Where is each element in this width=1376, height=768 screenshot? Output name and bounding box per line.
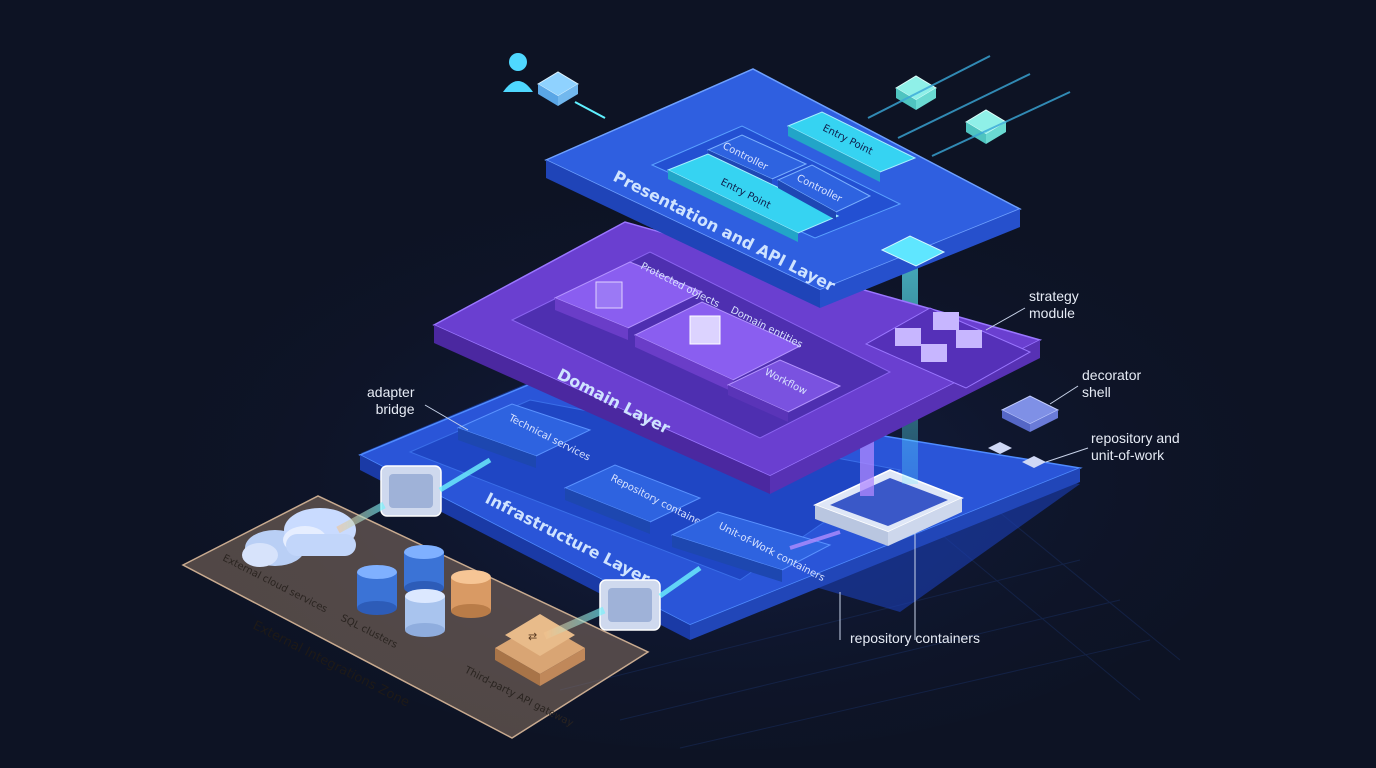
api-gateway-icon: ⇄ (495, 614, 585, 686)
workflow-box: Workflow (726, 359, 842, 422)
sql-cluster-icon (357, 545, 491, 637)
external-integrations-zone: ⇄ External cloud services SQL clusters T… (181, 495, 650, 739)
client-arrow (574, 101, 606, 119)
adapter-bridge-left (380, 465, 442, 517)
incoming-streams (867, 55, 1071, 157)
callout-decorator-shell: decorator shell (1082, 367, 1142, 400)
presentation-layer: Entry Point Controller Entry Point Contr… (544, 68, 1022, 308)
callout-repository-uow: repository and unit-of-work (1091, 430, 1180, 463)
client-device-icon (537, 71, 579, 106)
callout-repository-containers: repository containers (850, 630, 980, 646)
strategy-module-panel (864, 307, 1032, 389)
user-icon (503, 53, 533, 92)
callout-adapter-bridge: adapter bridge (367, 384, 415, 417)
svg-text:⇄: ⇄ (528, 630, 537, 643)
uow-containers-box: Unit-of-Work containers (670, 511, 832, 584)
cloud-icon (242, 508, 356, 567)
infrastructure-layer: Technical services Repository container … (358, 378, 1083, 640)
repository-chip-icon (988, 442, 1046, 468)
presentation-port (880, 235, 946, 267)
technical-services-box: Technical services (456, 403, 592, 468)
controller-b-box: Controller (776, 164, 872, 220)
decorator-chip-icon (1000, 395, 1060, 432)
callout-strategy-module: strategy module (1029, 288, 1079, 321)
adapter-bridge-right (599, 579, 661, 631)
repository-container-tray (813, 469, 964, 546)
callout-lines (424, 307, 1089, 640)
entry-point-inner-button: Entry Point (666, 153, 840, 242)
